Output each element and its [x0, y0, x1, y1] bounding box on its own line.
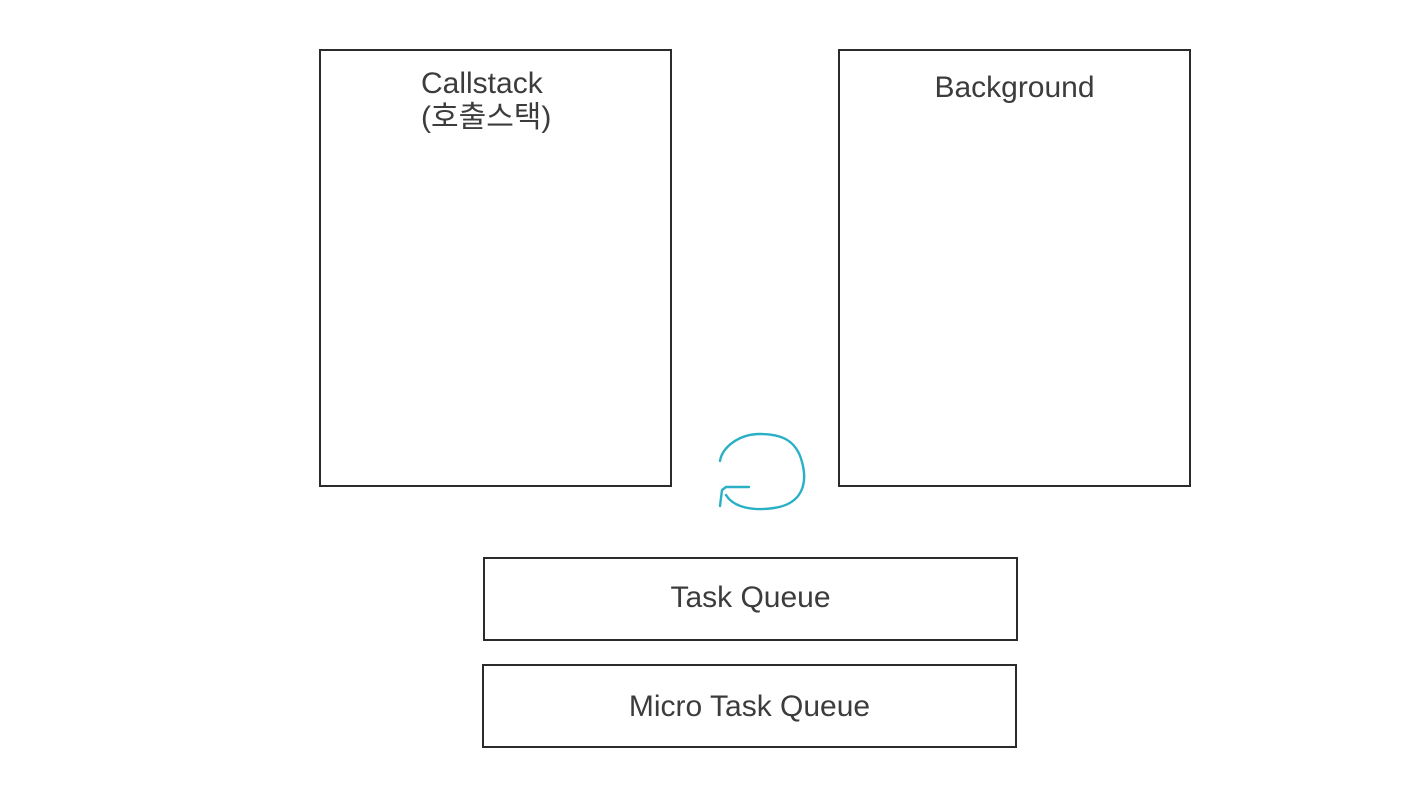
event-loop-circular-arrow-icon [718, 432, 806, 511]
callstack-title: Callstack (호출스택) [421, 67, 552, 134]
micro-task-queue-title: Micro Task Queue [628, 690, 871, 723]
background-title: Background [934, 71, 1095, 104]
event-loop-arrowhead-stroke [718, 485, 751, 508]
task-queue-title: Task Queue [670, 581, 831, 614]
callstack-box: Callstack (호출스택) [319, 49, 672, 487]
micro-task-queue-box: Micro Task Queue [482, 664, 1017, 748]
event-loop-loop-stroke [718, 432, 806, 511]
background-box: Background [838, 49, 1191, 487]
task-queue-box: Task Queue [483, 557, 1018, 641]
